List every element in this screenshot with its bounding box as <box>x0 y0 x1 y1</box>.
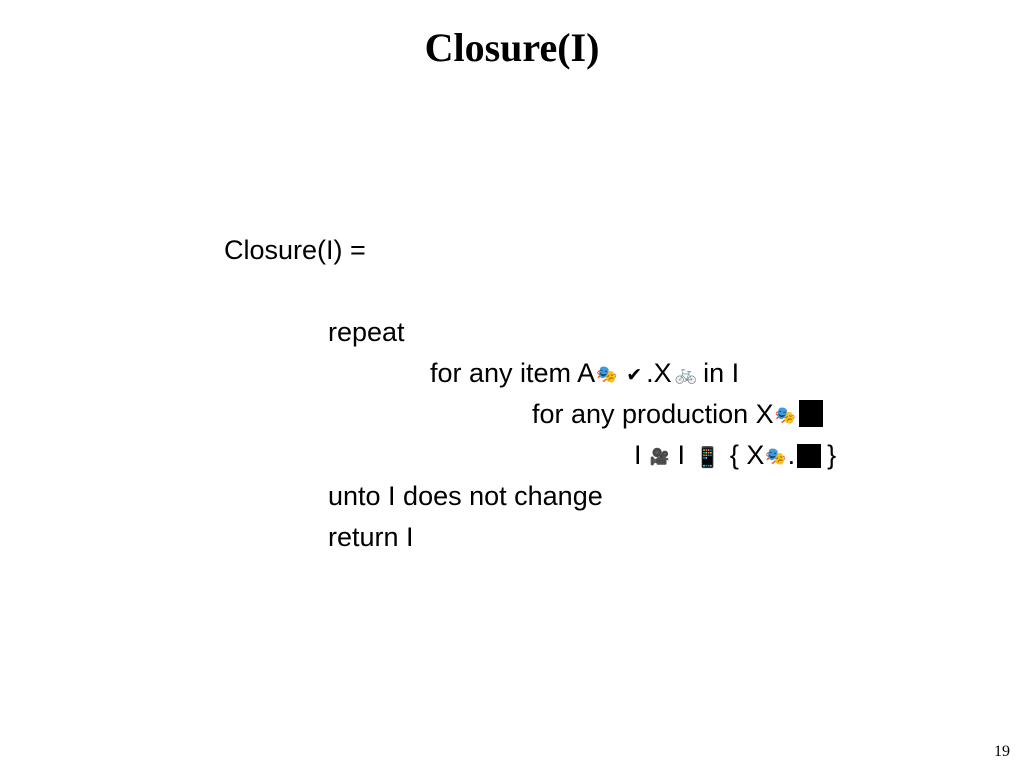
item-prefix: for any item A <box>430 358 596 388</box>
checkmark-icon: ✔ <box>626 364 643 386</box>
mobile-phone-icon: 📱 <box>694 445 720 469</box>
assign-rhs: I <box>677 440 685 470</box>
closure-definition: Closure(I) = <box>224 235 366 265</box>
assign-set-close: } <box>827 440 837 470</box>
slide-title: Closure(I) <box>424 25 600 70</box>
closure-definition-line: Closure(I) = <box>224 234 366 266</box>
assign-lhs: I <box>634 440 642 470</box>
theater-mask-icon: 🎭 <box>596 365 618 385</box>
item-suffix: in I <box>703 358 740 388</box>
theater-mask-icon: 🎭 <box>774 406 796 426</box>
return-statement: return I <box>328 522 414 552</box>
assign-dot: . <box>787 440 796 470</box>
bicycle-icon: 🚲 <box>674 364 698 385</box>
theater-mask-icon: 🎭 <box>765 447 787 467</box>
until-line: unto I does not change <box>328 480 603 512</box>
until-condition: unto I does not change <box>328 481 603 511</box>
production-prefix: for any production X <box>532 399 774 429</box>
for-any-production-line: for any production X 🎭 <box>532 398 823 430</box>
item-dot-x: .X <box>646 358 672 388</box>
camera-icon: 🎥 <box>649 447 670 466</box>
repeat-line: repeat <box>328 316 405 348</box>
for-any-item-line: for any item A 🎭 ✔ .X 🚲 in I <box>430 357 739 389</box>
return-line: return I <box>328 521 414 553</box>
black-square-icon <box>798 399 823 427</box>
black-square-icon <box>797 444 822 468</box>
assign-set-open: { X <box>729 440 765 470</box>
page-number: 19 <box>994 743 1010 760</box>
assignment-line: I 🎥 I 📱 { X 🎭 . } <box>634 439 836 471</box>
repeat-keyword: repeat <box>328 317 405 347</box>
